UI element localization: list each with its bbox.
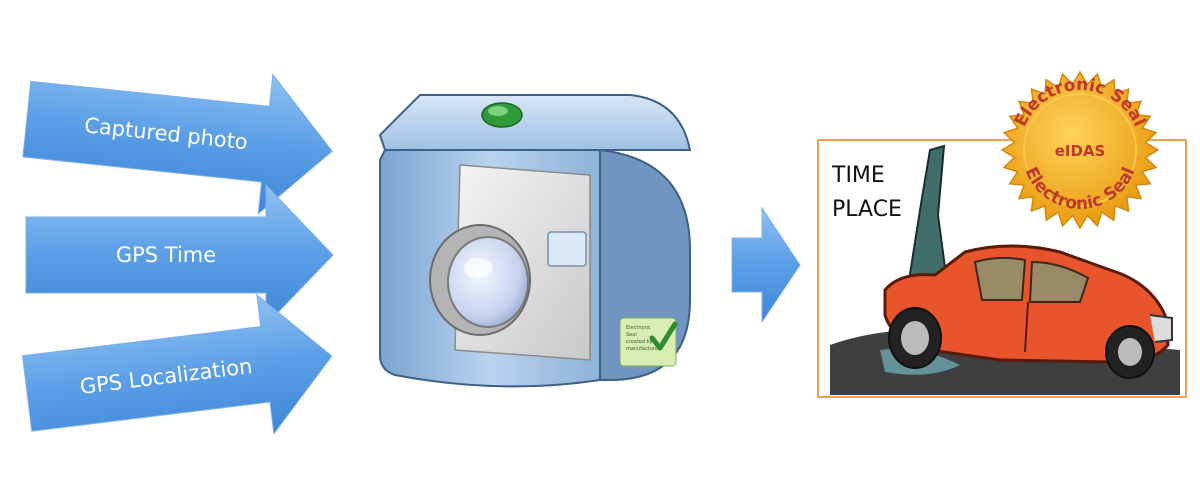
input-arrow: GPS Localization	[21, 293, 333, 436]
arrow-right-icon	[21, 293, 333, 436]
input-arrow: Captured photo	[22, 73, 333, 216]
car-wreck-icon	[830, 144, 1180, 395]
badge-line: Seal	[626, 332, 637, 338]
arrow-right-icon	[22, 73, 333, 216]
input-arrow: GPS Time	[25, 183, 334, 327]
arrow-right-icon	[25, 183, 334, 327]
badge-line: manufacturer	[626, 346, 661, 352]
input-arrow-label: GPS Time	[116, 243, 216, 267]
badge-line: created by	[626, 339, 653, 345]
seal-center-text: eIDAS	[1055, 142, 1106, 160]
photo-place-label: PLACE	[832, 197, 902, 222]
signed-photo: TIME PLACE	[817, 139, 1187, 398]
output-arrow	[731, 206, 801, 324]
photo-time-label: TIME	[831, 163, 885, 188]
check-icon	[649, 321, 678, 351]
manufacturer-seal-badge: Electronic Seal created by manufacturer	[619, 317, 678, 367]
camera-icon: Electronic Seal created by manufacturer	[378, 94, 692, 388]
badge-line: Electronic	[626, 325, 651, 331]
arrow-right-icon	[731, 206, 801, 324]
